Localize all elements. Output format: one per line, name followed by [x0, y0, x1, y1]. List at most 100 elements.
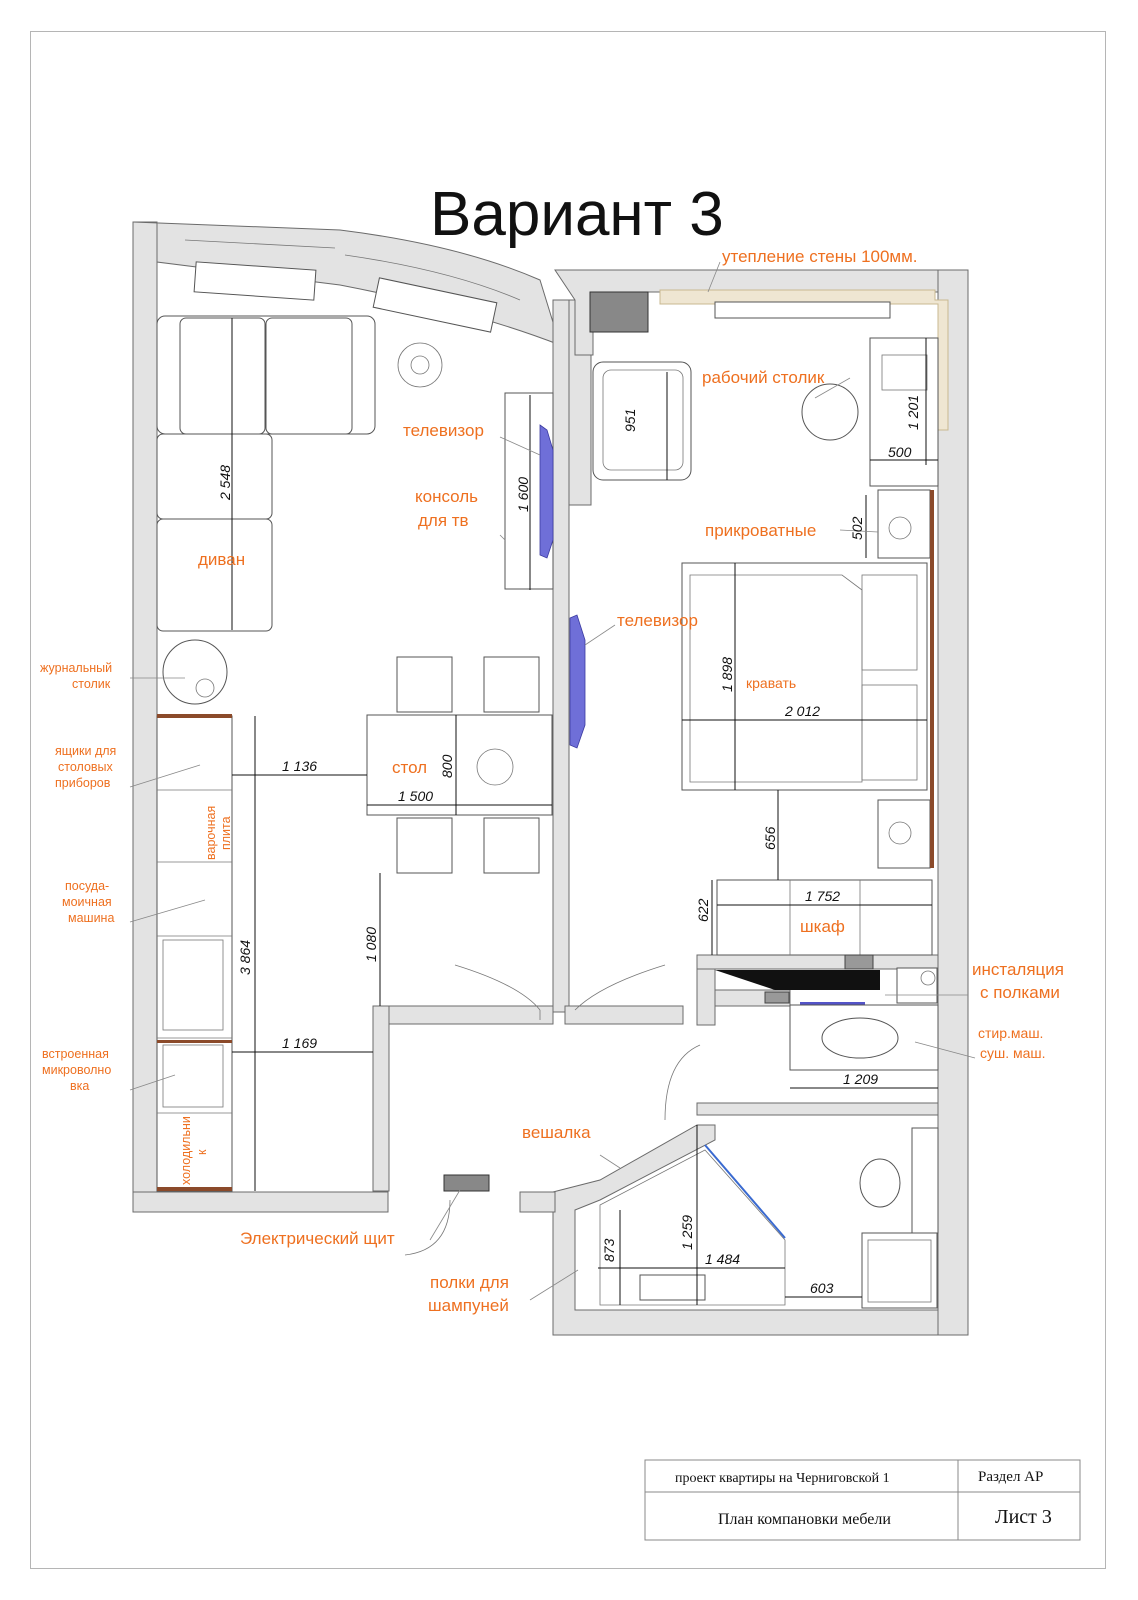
label-tv-1: телевизор: [403, 421, 484, 440]
label-shelves-2: шампуней: [428, 1296, 509, 1315]
drawing-frame: [30, 31, 1106, 1569]
radiator-3: [714, 301, 891, 319]
chair-4: [483, 817, 540, 874]
chair-2: [483, 656, 540, 713]
label-electrical-panel: Электрический щит: [240, 1229, 395, 1248]
label-coffee-table-1: журнальный: [40, 661, 112, 675]
wall-bottom-kitchen: [132, 1191, 389, 1213]
tv-2: [569, 614, 586, 749]
doors: [404, 964, 701, 1256]
bathtub-zone: [599, 1144, 786, 1306]
wall-entry-right: [519, 1191, 556, 1213]
label-microwave-3: вка: [70, 1079, 89, 1093]
label-console-2: для тв: [418, 511, 469, 530]
kitchen-sink: [162, 939, 224, 1031]
label-hob-2: плита: [219, 816, 233, 850]
label-microwave-2: микроволно: [42, 1063, 111, 1077]
microwave: [162, 1044, 224, 1108]
dim-1600: 1 600: [515, 477, 531, 512]
dim-873: 873: [601, 1238, 617, 1262]
radiator-2: [372, 277, 498, 333]
label-nightstands: прикроватные: [705, 521, 816, 540]
kitchen-counter: [156, 715, 233, 1192]
installation-wedge: [715, 970, 880, 990]
wall-right-outer: [937, 269, 969, 1336]
label-tv-2: телевизор: [617, 611, 698, 630]
bed: [681, 562, 928, 791]
dim-656: 656: [762, 826, 778, 850]
wardrobe: [716, 879, 933, 956]
title-block-plan-name: План компановки мебели: [718, 1511, 891, 1528]
dim-1500: 1 500: [398, 788, 433, 804]
page-title: Вариант 3: [430, 180, 724, 249]
sofa-mid-section: [156, 433, 273, 520]
dim-2548: 2 548: [217, 465, 233, 501]
toilet: [859, 1127, 939, 1234]
work-desk: [801, 337, 939, 487]
label-shelves-1: полки для: [430, 1273, 509, 1292]
washer-dryer: [896, 967, 938, 1004]
label-microwave-1: встроенная: [42, 1047, 109, 1061]
tv-1: [539, 424, 554, 559]
dimension-lines: [231, 318, 938, 1305]
label-dishwasher-3: машина: [68, 911, 114, 925]
shower-tray: [861, 1232, 938, 1309]
chair-1: [396, 656, 453, 713]
desk-chair: [801, 383, 859, 441]
radiator-bedroom: [589, 291, 649, 333]
armchair: [592, 361, 692, 481]
label-work-table: рабочий столик: [702, 368, 825, 387]
wall-center-partition: [552, 299, 570, 1013]
walls: [132, 221, 969, 1336]
dining-table: [366, 714, 553, 816]
label-cutlery-3: приборов: [55, 776, 111, 790]
label-wardrobe: шкаф: [800, 917, 845, 936]
label-washer-2: суш. маш.: [980, 1045, 1046, 1061]
coffee-table: [162, 639, 228, 705]
dim-1898: 1 898: [719, 657, 735, 692]
kitchen: [156, 714, 233, 1192]
dim-1136: 1 136: [282, 758, 317, 774]
label-hob-1: варочная: [204, 806, 218, 860]
dim-1209: 1 209: [843, 1071, 878, 1087]
wall-hall-top-left: [372, 1005, 554, 1025]
label-installation: инсталяция: [972, 960, 1064, 979]
dim-2012: 2 012: [784, 703, 820, 719]
dim-1752: 1 752: [805, 888, 840, 904]
nightstand-2: [877, 799, 931, 869]
title-block: проект квартиры на Черниговской 1 Раздел…: [644, 1459, 1081, 1541]
sofa-end-section: [156, 518, 273, 632]
label-washer-1: стир.маш.: [978, 1025, 1043, 1041]
leader-lines: [129, 261, 976, 1301]
title-block-sheet: Лист 3: [995, 1506, 1052, 1528]
radiators: [193, 261, 891, 333]
label-cutlery-1: ящики для: [55, 744, 116, 758]
label-console: консоль: [415, 487, 478, 506]
title-block-section: Раздел АР: [978, 1469, 1043, 1485]
dim-502: 502: [849, 516, 865, 540]
dim-1080: 1 080: [363, 927, 379, 962]
label-bed: кравать: [746, 675, 796, 691]
plant: [397, 342, 443, 388]
washbasin: [821, 1017, 899, 1059]
label-dishwasher-1: посуда-: [65, 879, 109, 893]
bath-sink: [639, 1274, 706, 1301]
label-dishwasher-2: моичная: [62, 895, 112, 909]
chair-3: [396, 817, 453, 874]
work-desk-top: [869, 337, 939, 487]
wall-hall-left: [372, 1005, 390, 1192]
dim-1259: 1 259: [679, 1215, 695, 1250]
dim-800: 800: [439, 754, 455, 778]
dim-1484: 1 484: [705, 1251, 740, 1267]
dining-set: [366, 656, 553, 874]
bed-frame: [681, 562, 928, 791]
radiator-1: [193, 261, 317, 301]
electrical-panel: [443, 1174, 490, 1192]
wall-left-outer: [132, 221, 158, 1213]
dim-603: 603: [810, 1280, 834, 1296]
sofa: [156, 315, 376, 632]
wall-bath-mid: [696, 1102, 939, 1116]
label-fridge-1: холодильни: [179, 1116, 193, 1185]
wardrobe-body: [716, 879, 933, 956]
